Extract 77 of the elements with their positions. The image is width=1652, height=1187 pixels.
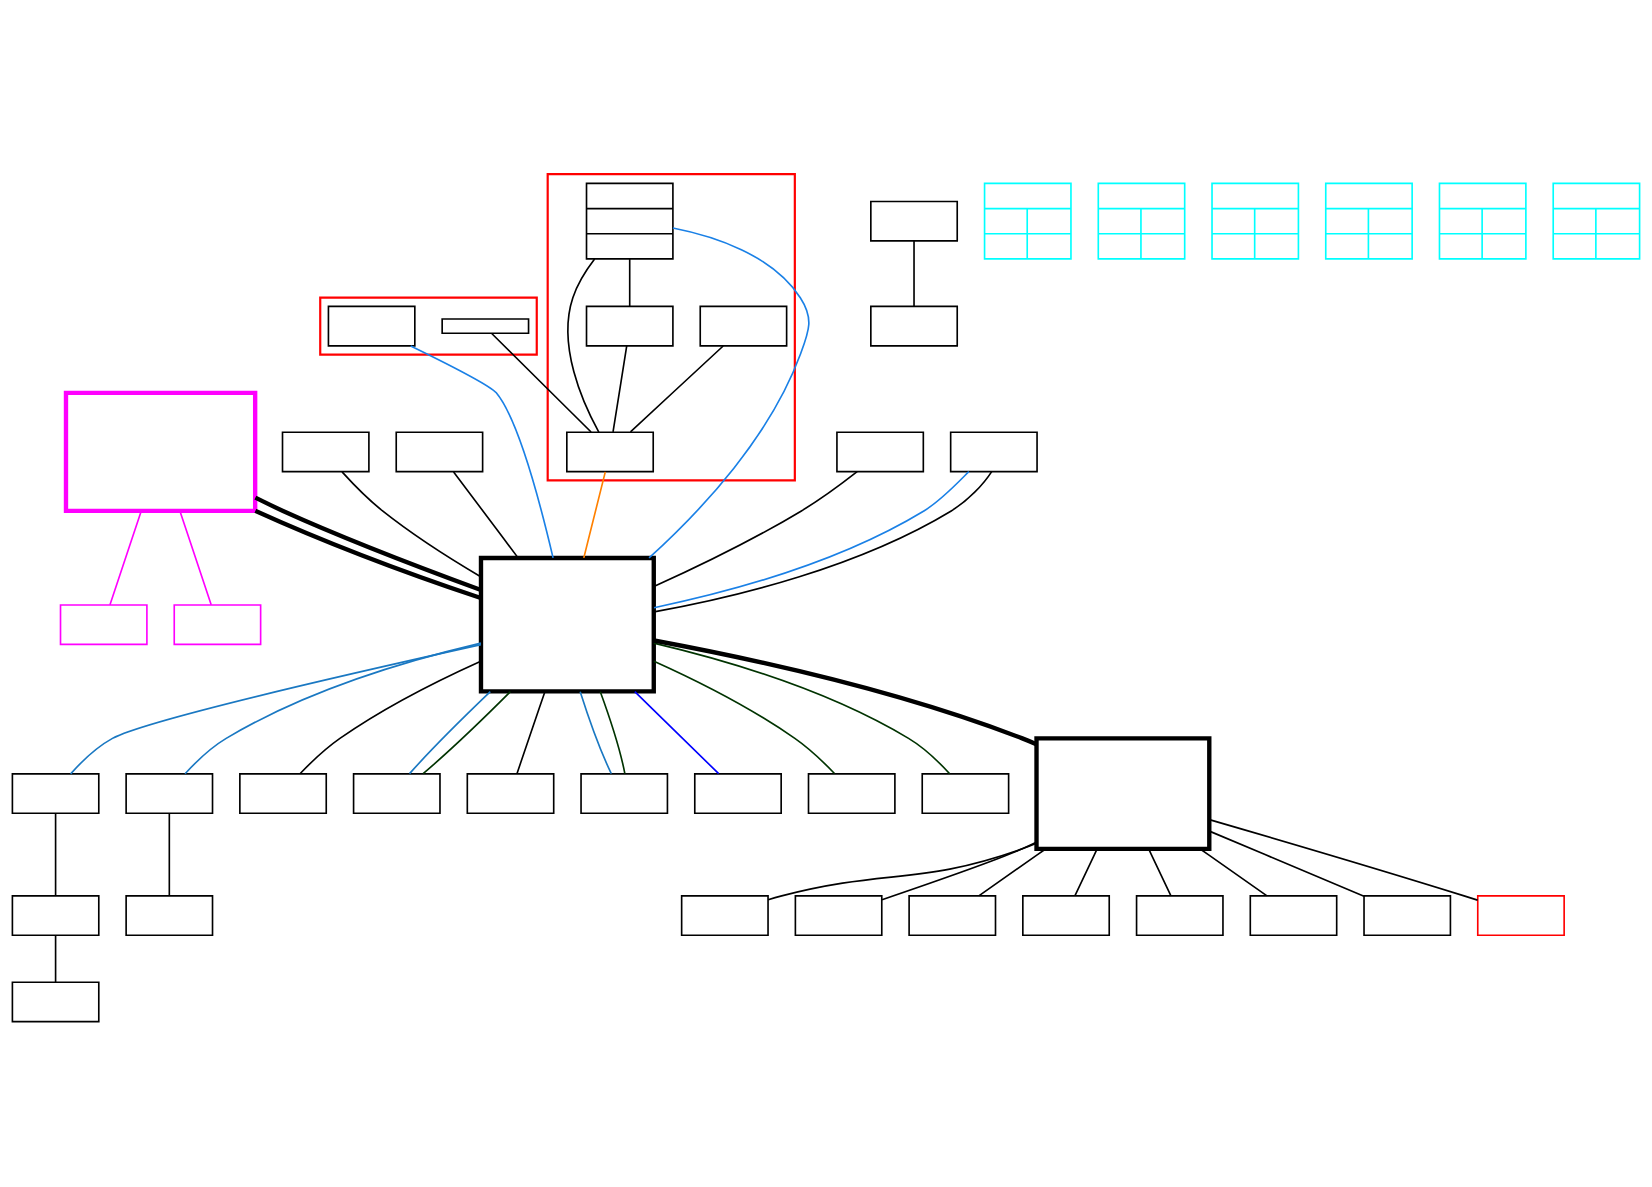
node-box (1135, 895, 1224, 937)
node-box (173, 604, 262, 646)
connector (648, 227, 810, 559)
node-box (585, 305, 674, 347)
node-box (870, 305, 959, 347)
node-box (352, 773, 441, 815)
connector (168, 812, 171, 897)
connector (633, 690, 720, 775)
connector (767, 842, 1038, 901)
connector (422, 690, 512, 775)
node-box (59, 604, 148, 646)
node-box (580, 773, 669, 815)
node-box (566, 431, 655, 473)
node-box (11, 773, 100, 815)
connector (881, 841, 1038, 901)
connector (653, 470, 858, 588)
connector (253, 508, 482, 601)
node-box (466, 773, 555, 815)
connector (629, 345, 724, 433)
node-box (921, 773, 1010, 815)
node-box (693, 773, 782, 815)
connector (978, 848, 1047, 897)
node-box (327, 305, 416, 347)
connector (54, 934, 57, 984)
connector (452, 471, 519, 559)
node-box (125, 895, 214, 937)
node-box (699, 305, 788, 347)
connector (516, 690, 546, 775)
node-box (807, 773, 896, 815)
connector (579, 690, 613, 775)
node-box (908, 895, 997, 937)
connector (490, 332, 592, 433)
connector (299, 660, 482, 775)
node-box (63, 390, 258, 514)
connector (628, 258, 631, 308)
connector (409, 345, 554, 559)
connector (408, 690, 492, 775)
connector (1208, 818, 1479, 901)
node-box (1363, 895, 1452, 937)
connector (653, 660, 836, 775)
connector (612, 345, 628, 433)
node-box (680, 895, 769, 937)
node-box (281, 431, 370, 473)
connector (582, 471, 607, 559)
node-box (395, 431, 484, 473)
connector (1208, 830, 1365, 898)
connector (1074, 848, 1098, 897)
node-box (949, 431, 1038, 473)
node-box (239, 773, 328, 815)
node-box (870, 200, 959, 242)
connector (653, 642, 951, 775)
connector (184, 642, 482, 775)
node-box (478, 555, 656, 694)
connector (341, 471, 482, 578)
connector (599, 690, 626, 775)
connector (54, 812, 57, 897)
connector (254, 495, 482, 592)
connector (69, 643, 482, 775)
connector (109, 510, 142, 606)
cluster (319, 296, 538, 356)
node-box (11, 981, 100, 1023)
connector (1147, 848, 1172, 897)
connector (1199, 848, 1268, 897)
node-box (125, 773, 214, 815)
node-box (1476, 895, 1565, 937)
node-box (836, 431, 925, 473)
node-box (1034, 736, 1212, 852)
node-box (1249, 895, 1338, 937)
node-box (794, 895, 883, 937)
connector (653, 638, 1038, 747)
connector (913, 240, 915, 308)
connector (179, 510, 212, 606)
connector (567, 258, 600, 433)
node-bar (441, 318, 530, 335)
node-box (11, 895, 100, 937)
node-box (1022, 895, 1111, 937)
cluster (546, 173, 796, 482)
